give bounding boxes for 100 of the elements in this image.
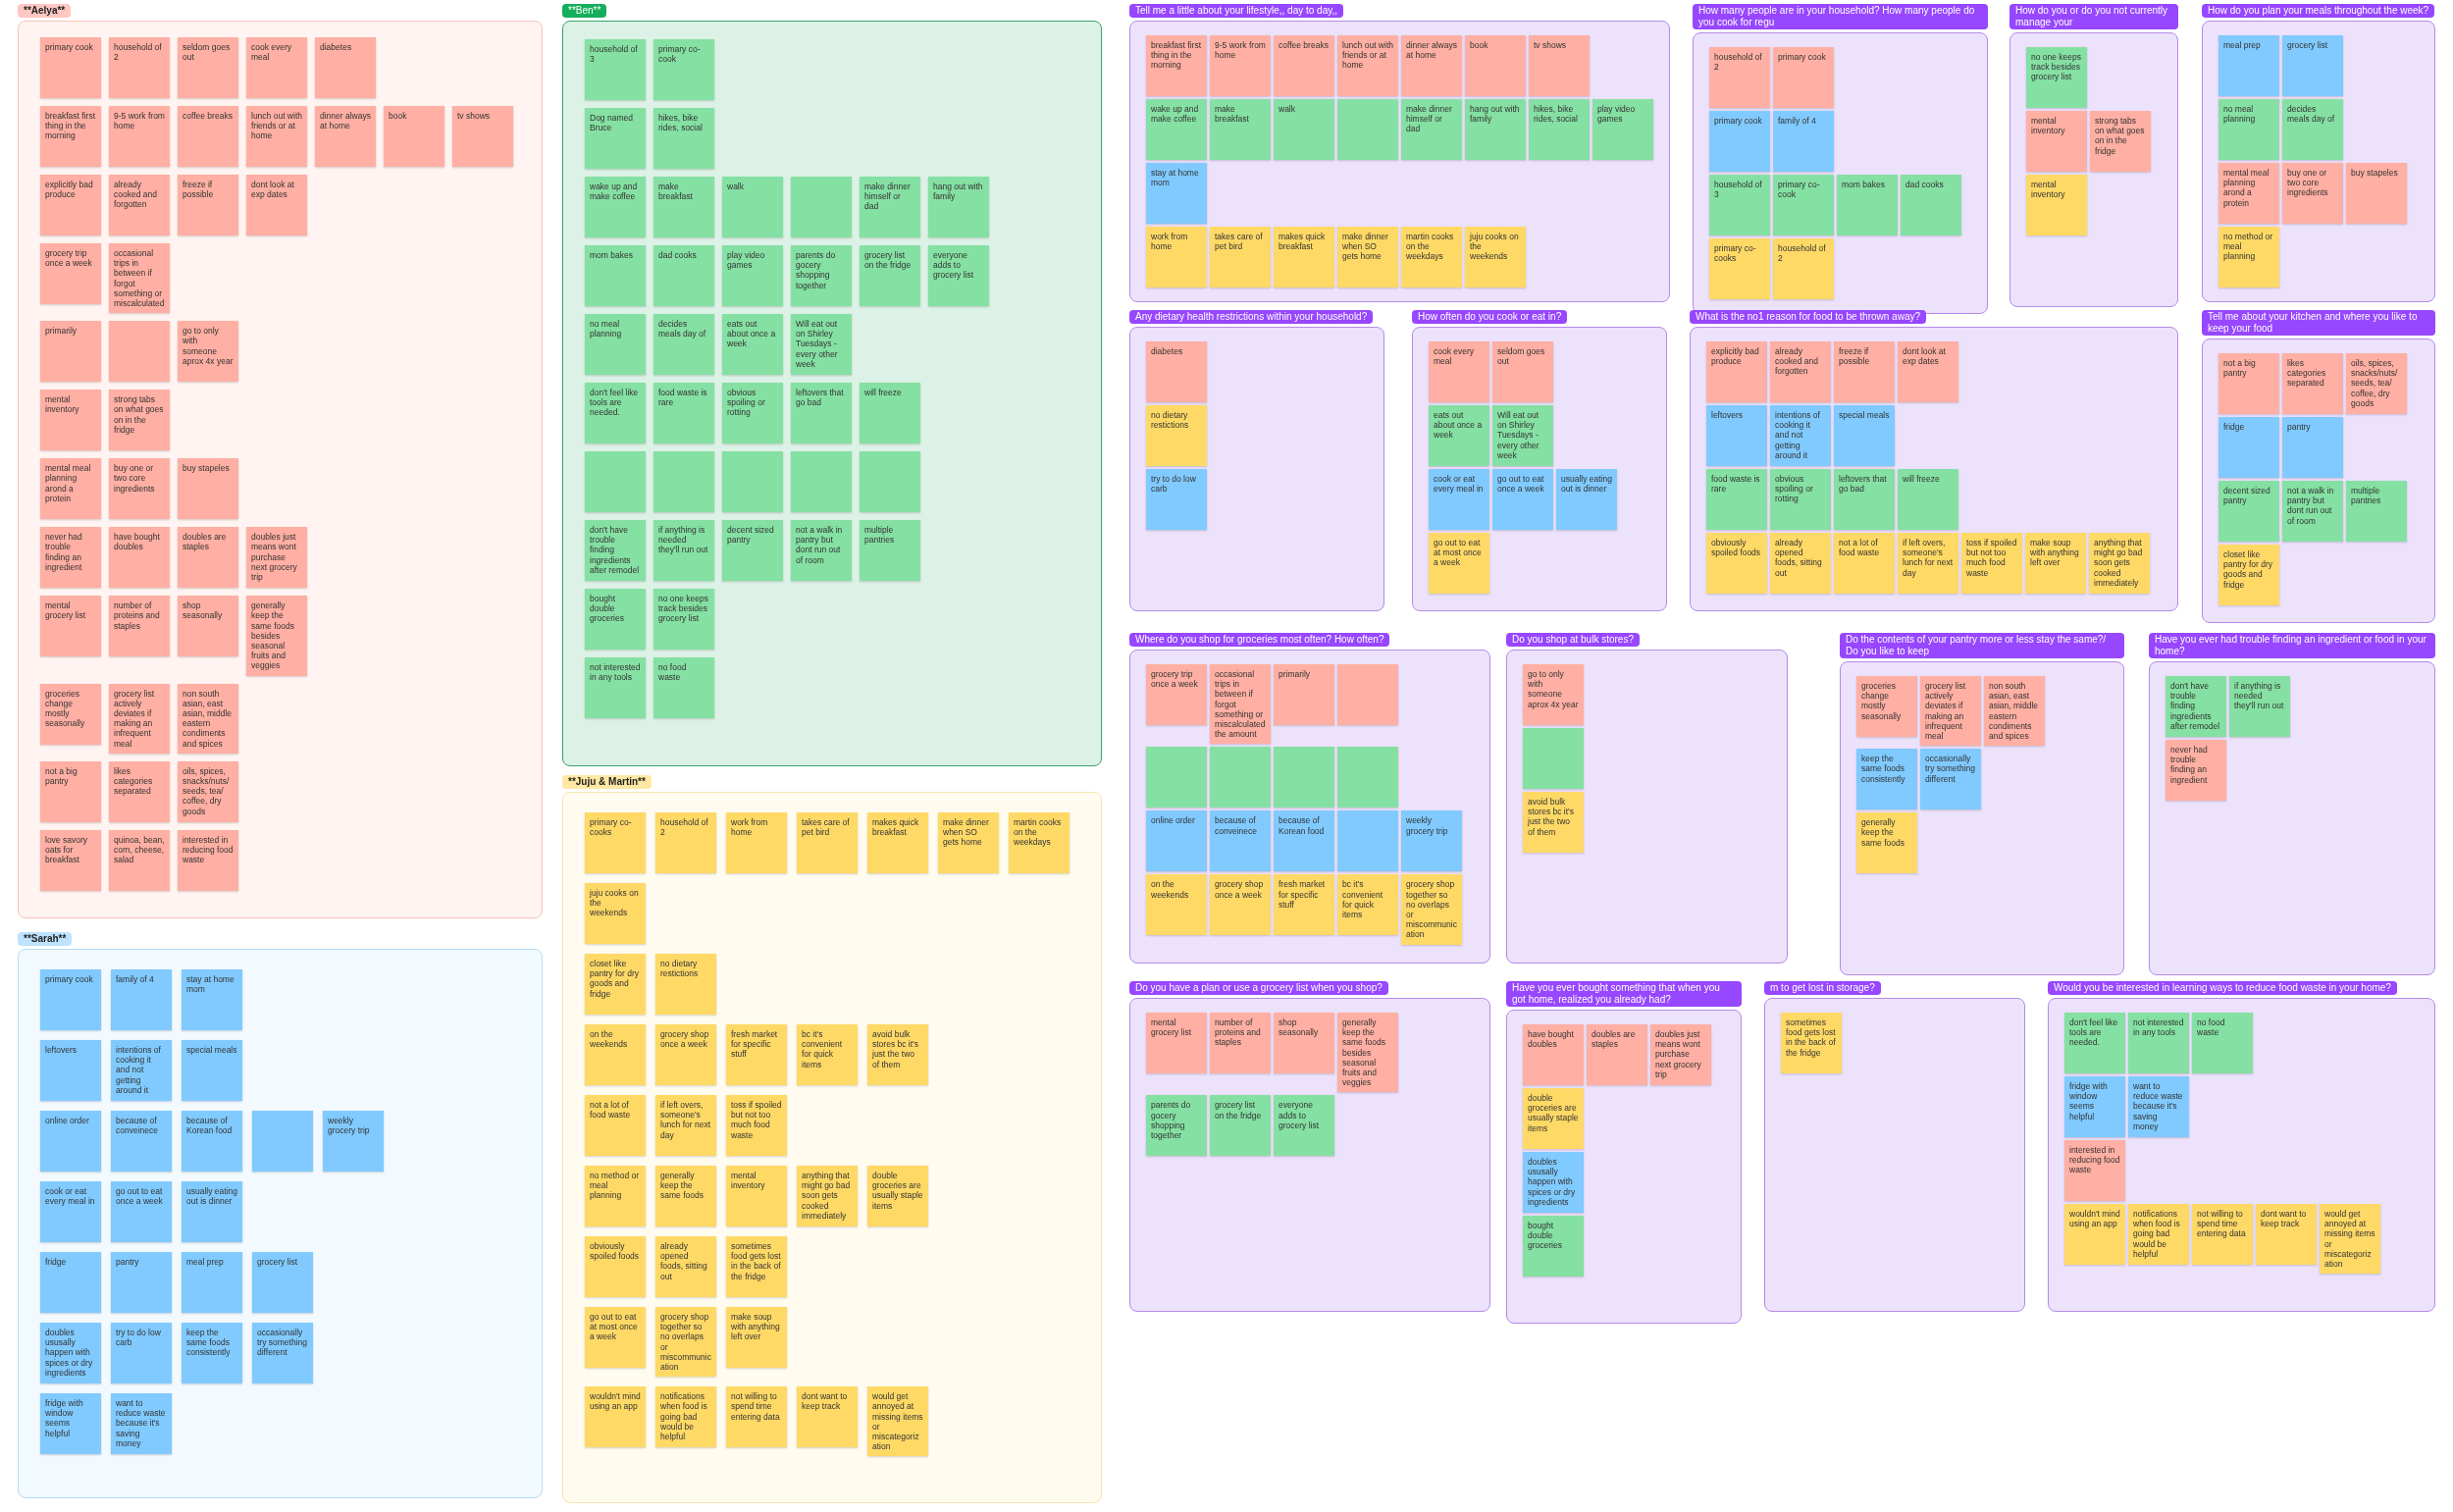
- sticky-note: number of proteins and staples: [1210, 1013, 1271, 1073]
- sticky-note: no dietary restictions: [655, 954, 716, 1015]
- sticky-note: double groceries are usually staple items: [1523, 1088, 1584, 1149]
- sticky-note: dinner always at home: [315, 106, 376, 167]
- sticky-note: multiple pantries: [2346, 481, 2407, 542]
- sticky-note: on the weekends: [1146, 874, 1207, 936]
- frame-title: How do you or do you not currently manage your: [2009, 4, 2178, 29]
- sticky-note: leftovers that go bad: [1834, 469, 1895, 530]
- sticky-note: grocery shop together so no overlaps or miscommunication: [655, 1307, 716, 1378]
- sticky-note: dont want to keep track: [2256, 1204, 2317, 1265]
- sticky-note: because of conveinece: [1210, 810, 1271, 872]
- sticky-note: diabetes: [1146, 341, 1207, 402]
- sticky-note: strong tabs on what goes on in the fridge: [2090, 111, 2151, 172]
- sticky-note: obviously spoiled foods: [585, 1236, 646, 1297]
- sticky-note: primarily: [40, 321, 101, 383]
- sticky-note: weekly grocery trip: [1401, 810, 1462, 872]
- sticky-note: oils, spices, snacks/nuts/ seeds, tea/ coffee, dry goods: [178, 760, 238, 822]
- sticky-note: if anything is needed they'll run out: [2229, 676, 2290, 737]
- sticky-note: decides meals day of: [2282, 99, 2343, 160]
- sticky-note: grocery trip once a week: [40, 243, 101, 304]
- sticky-note: fridge with window seems helpful: [40, 1393, 101, 1454]
- sticky-note: no food waste: [2192, 1013, 2253, 1073]
- sticky-note: tv shows: [452, 106, 513, 167]
- sticky-note: occasionally try something different: [1920, 749, 1981, 810]
- sticky-note: seldom goes out: [178, 37, 238, 98]
- sticky-note: makes quick breakfast: [867, 812, 928, 873]
- sticky-note: [252, 1111, 313, 1172]
- sticky-note: doubles just means wont purchase next grocery trip: [1650, 1024, 1711, 1085]
- sticky-note: takes care of pet bird: [797, 812, 858, 873]
- sticky-note: shop seasonally: [1274, 1013, 1334, 1073]
- sticky-note: dinner always at home: [1401, 35, 1462, 96]
- sticky-note: don't have trouble finding ingredients after remodel: [585, 520, 646, 581]
- frame-title: Any dietary health restrictions within your household?: [1129, 310, 1374, 324]
- sticky-note: hang out with family: [1465, 99, 1526, 160]
- sticky-note: obvious spoiling or rotting: [1770, 469, 1831, 530]
- frame-title: How do you plan your meals throughout the week?: [2202, 4, 2435, 18]
- sticky-note: dad cooks: [653, 245, 714, 306]
- sticky-note: [1337, 99, 1398, 160]
- sticky-note: [585, 451, 646, 512]
- sticky-note: go out to eat at most once a week: [585, 1307, 646, 1368]
- sticky-note: no method or meal planning: [585, 1166, 646, 1226]
- sticky-note: decent sized pantry: [722, 520, 783, 581]
- sticky-note: cook every meal: [1429, 341, 1489, 402]
- sticky-note: tv shows: [1529, 35, 1590, 96]
- sticky-note: juju cooks on the weekends: [1465, 227, 1526, 287]
- sticky-note: play video games: [1592, 99, 1653, 160]
- sticky-note: because of Korean food: [1274, 810, 1334, 872]
- sticky-note: leftovers that go bad: [791, 383, 852, 443]
- frame-title: How often do you cook or eat in?: [1412, 310, 1568, 324]
- sticky-note: make soup with anything left over: [2025, 533, 2086, 594]
- sticky-note: not interested in any tools: [585, 657, 646, 718]
- sticky-note: mental inventory: [2026, 111, 2087, 172]
- sticky-note: no meal planning: [585, 314, 646, 375]
- sticky-note: non south asian, east asian, middle eastern condiments and spices: [1984, 676, 2045, 747]
- sticky-note: make breakfast: [1210, 99, 1271, 160]
- sticky-note: not a walk in pantry but dont run out of room: [791, 520, 852, 581]
- sticky-note: food waste is rare: [653, 383, 714, 443]
- sticky-note: 9-5 work from home: [1210, 35, 1271, 96]
- sticky-note: if anything is needed they'll run out: [653, 520, 714, 581]
- sticky-note: not a lot of food waste: [585, 1095, 646, 1156]
- frame-title: Tell me about your kitchen and where you like to keep your food: [2202, 310, 2435, 336]
- sticky-note: mental inventory: [40, 390, 101, 451]
- sticky-note: grocery trip once a week: [1146, 664, 1207, 725]
- sticky-note: primary co-cooks: [585, 812, 646, 873]
- sticky-note: [1337, 810, 1398, 872]
- sticky-note: intentions of cooking it and not getting around it: [1770, 405, 1831, 466]
- sticky-note: bc it's convenient for quick items: [1337, 874, 1398, 936]
- sticky-note: interested in reducing food waste: [178, 829, 238, 891]
- sticky-note: not a walk in pantry but dont run out of room: [2282, 481, 2343, 542]
- sticky-note: buy one or two core ingredients: [109, 458, 170, 520]
- sticky-note: breakfast first thing in the morning: [1146, 35, 1207, 96]
- sticky-note: takes care of pet bird: [1210, 227, 1271, 287]
- sticky-note: keep the same foods consistently: [1856, 749, 1917, 810]
- sticky-note: have bought doubles: [1523, 1024, 1584, 1085]
- frame-title: m to get lost in storage?: [1764, 981, 1881, 995]
- sticky-note: grocery list on the fridge: [1210, 1095, 1271, 1157]
- sticky-note: food waste is rare: [1706, 469, 1767, 530]
- sticky-note: go out to eat at most once a week: [1429, 533, 1489, 594]
- sticky-note: primary co-cook: [1773, 175, 1834, 235]
- sticky-note: Will eat out on Shirley Tuesdays - every other week: [1492, 405, 1553, 466]
- sticky-note: want to reduce waste because it's saving money: [2128, 1076, 2189, 1137]
- sticky-note: fridge: [40, 1252, 101, 1313]
- sticky-note: coffee breaks: [1274, 35, 1334, 96]
- frame-title: Do you shop at bulk stores?: [1506, 633, 1640, 647]
- sticky-note: everyone adds to grocery list: [1274, 1095, 1334, 1157]
- sticky-note: household of 2: [1773, 238, 1834, 299]
- sticky-note: likes categories separated: [109, 760, 170, 822]
- sticky-note: dont look at exp dates: [1898, 341, 1958, 402]
- sticky-note: primarily: [1274, 664, 1334, 725]
- sticky-note: make dinner when SO gets home: [1337, 227, 1398, 287]
- sticky-note: grocery list: [2282, 35, 2343, 96]
- sticky-note: closet like pantry for dry goods and fridge: [585, 954, 646, 1015]
- frame-title: Tell me a little about your lifestyle,, day to day,,: [1129, 4, 1344, 18]
- sticky-note: grocery shop together so no overlaps or miscommunication: [1401, 874, 1462, 945]
- sticky-note: fridge with window seems helpful: [2064, 1076, 2125, 1137]
- sticky-note: buy stapeles: [178, 458, 238, 520]
- sticky-note: [1337, 664, 1398, 725]
- sticky-note: family of 4: [111, 969, 172, 1030]
- sticky-note: online order: [1146, 810, 1207, 872]
- sticky-note: make dinner himself or dad: [1401, 99, 1462, 160]
